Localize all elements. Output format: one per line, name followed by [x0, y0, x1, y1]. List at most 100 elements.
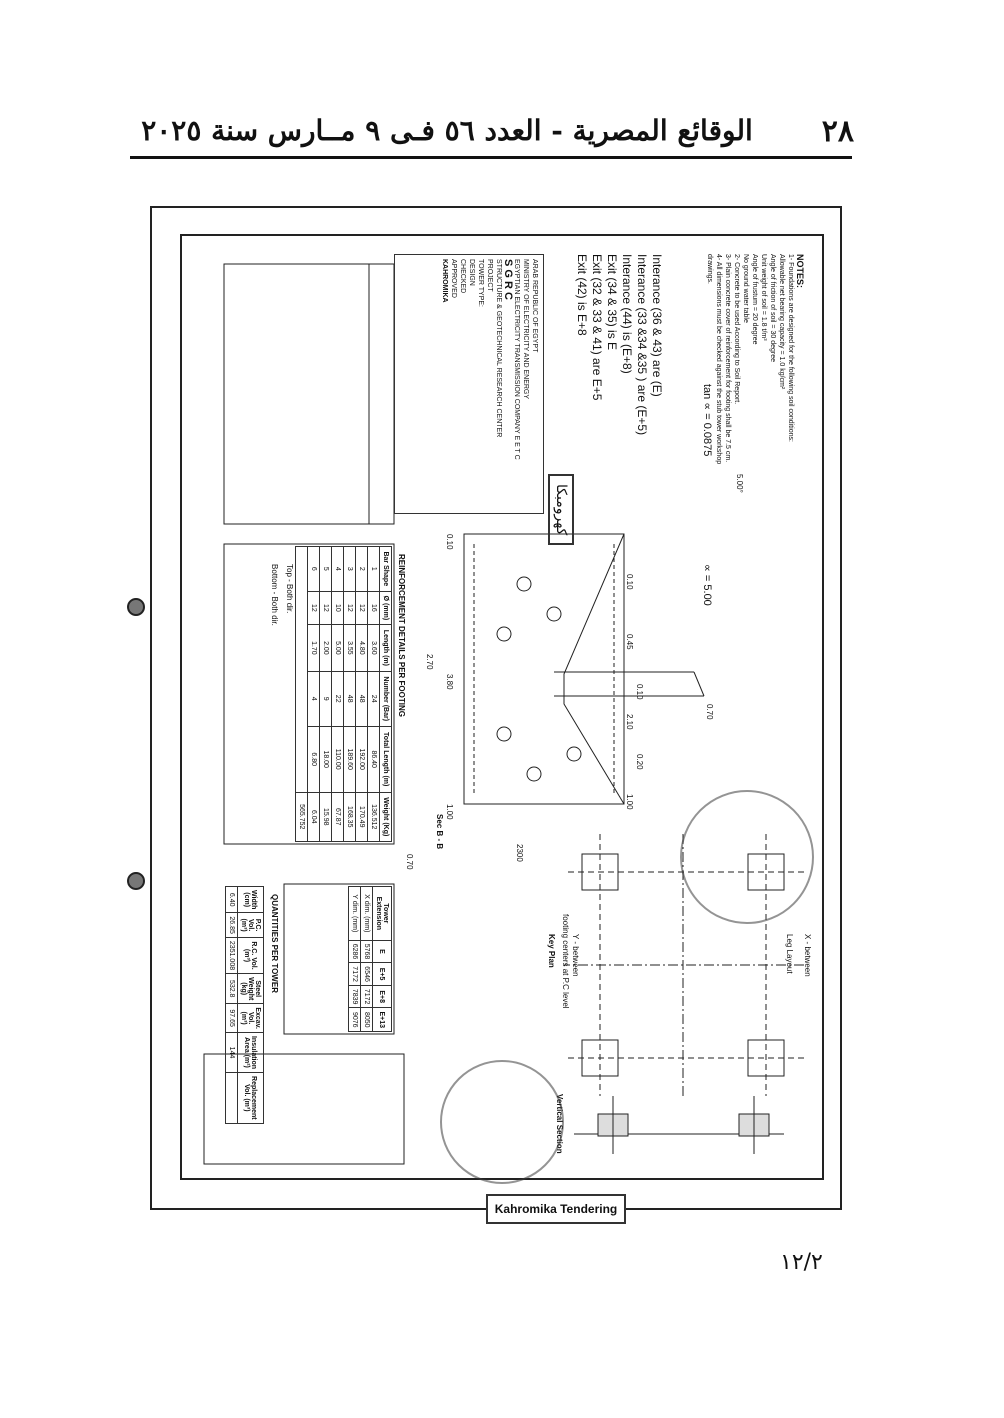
table-cell: 48	[343, 671, 356, 727]
note-line: Angle of frustum = 20 degree	[751, 254, 758, 345]
consultant-label: S G R C	[502, 259, 514, 300]
table-cell: 9076	[348, 1007, 361, 1032]
tendering-stamp: Kahromika Tendering	[486, 1194, 626, 1224]
table-header: E+8	[372, 985, 392, 1008]
engineering-drawing: ∝ = 5.00 tan ∝ = 0.0875 5.00° Key Plan L…	[180, 234, 824, 1180]
table-cell: 26.85	[225, 912, 238, 938]
table-cell: 86.40	[367, 726, 380, 793]
table-cell: 67.87	[331, 792, 344, 842]
interface-line: Interance (44) is (E+8)	[620, 254, 634, 374]
table-cell: X dim. (mm)	[360, 886, 373, 941]
leg-layout-label: Leg Layout	[785, 934, 794, 974]
dimension-label: 0.70	[405, 854, 414, 870]
table-cell: 6286	[348, 940, 361, 963]
note-line: No ground water table	[742, 254, 749, 323]
design-label: DESIGN	[468, 259, 475, 286]
table-cell: 5.00	[331, 624, 344, 671]
table-cell: 12	[343, 591, 356, 625]
table-cell	[295, 546, 308, 793]
table-header: P.C. Vol. (m³)	[237, 912, 264, 938]
table-cell: 97.65	[225, 1003, 238, 1033]
bar-shape-label: Top - Both dir.	[285, 564, 294, 614]
ministry-label: MINISTRY OF ELECTRICITY AND ENERGY	[522, 259, 529, 400]
footing-centers-label: footing centers at P.C level	[561, 914, 570, 1009]
table-cell	[225, 1072, 238, 1124]
table-row: Y dim. (mm) 6286 7172 7839 9076	[348, 886, 361, 1032]
table-cell: 16	[367, 591, 380, 625]
punch-hole-icon	[127, 598, 145, 616]
table-cell: 9	[319, 671, 332, 727]
page-title: الوقائع المصرية - العدد ٥٦ فـى ٩ مــارس …	[141, 114, 753, 147]
table-cell: 2	[355, 546, 368, 592]
table-row: 565.752	[295, 546, 308, 842]
table-header: R.C. Vol. (m³)	[237, 937, 264, 974]
table-cell: 12	[355, 591, 368, 625]
bar-shape-label: Bottom - Both dir.	[270, 564, 279, 626]
table-cell: 22	[331, 671, 344, 727]
table-cell: 189.60	[343, 726, 356, 793]
table-cell: 168.35	[343, 792, 356, 842]
table-row: 3 12 3.55 48 189.60 168.35	[343, 546, 356, 842]
alpha-label: ∝ = 5.00	[701, 564, 713, 606]
table-cell: 6.80	[307, 726, 320, 793]
reinforcement-title: REINFORCEMENT DETAILS PER FOOTING	[397, 554, 406, 717]
table-header: Width (cm)	[237, 886, 264, 913]
table-cell: 4	[307, 671, 320, 727]
table-row: Width (cm) P.C. Vol. (m³) R.C. Vol. (m³)…	[237, 886, 264, 1124]
table-cell: 5768	[360, 940, 373, 963]
dimension-label: 1.00	[445, 804, 454, 820]
approved-label: APPROVED	[450, 259, 457, 298]
table-cell: 3.55	[343, 624, 356, 671]
reinforcement-table: Bar Shape Ø (mm) Length (m) Number (Bar)…	[295, 546, 392, 842]
table-header: Steel Weight (kg)	[237, 973, 264, 1004]
footing-section	[203, 263, 705, 1165]
table-row: 6 12 1.70 4 6.80 6.04	[307, 546, 320, 842]
table-cell: 110.00	[331, 726, 344, 793]
table-cell: 3.60	[367, 624, 380, 671]
table-cell: 18.00	[319, 726, 332, 793]
dimension-label: 0.10	[625, 574, 634, 590]
official-seal-icon	[680, 790, 814, 924]
page-header: ٢٨ الوقائع المصرية - العدد ٥٦ فـى ٩ مــا…	[130, 108, 854, 156]
table-cell: 24	[367, 671, 380, 727]
table-cell: 7839	[348, 985, 361, 1008]
dimension-label: 2.10	[625, 714, 634, 730]
table-row: 2 12 4.80 48 192.00 170.49	[355, 546, 368, 842]
table-cell: 6.04	[307, 792, 320, 842]
dimension-label: 2.70	[425, 654, 434, 670]
quantities-title: QUANTITIES PER TOWER	[270, 894, 279, 993]
contractor-stamp: كهرومبكا	[548, 474, 574, 546]
table-cell: 136.512	[367, 792, 380, 842]
table-header: Replacement Vol. (m³)	[237, 1072, 264, 1124]
table-total: 565.752	[295, 792, 308, 842]
table-header: Weight (Kg)	[379, 792, 392, 842]
table-row: Bar Shape Ø (mm) Length (m) Number (Bar)…	[379, 546, 392, 842]
header-rule	[130, 156, 852, 159]
dimension-label: 0.10	[635, 684, 644, 700]
angle-label: 5.00°	[735, 474, 744, 493]
table-row: 5 12 2.00 9 18.00 15.98	[319, 546, 332, 842]
table-header: Insulation Area (m²)	[237, 1032, 264, 1073]
table-cell: 192.00	[355, 726, 368, 793]
note-line: 2- Concrete to be used According to Soil…	[733, 254, 740, 405]
tower-extension-table: Tower Extension E E+5 E+8 E+13 X dim. (m…	[348, 886, 392, 1032]
table-row: 6.40 26.85 2351.008 532.8 97.65 144	[225, 886, 238, 1124]
interface-line: Exit (42) is E+8	[575, 254, 589, 336]
page-number: ٢٨	[821, 114, 854, 149]
vertical-section	[574, 1096, 784, 1154]
consultant-full-label: STRUCTURE & GEOTECHNICAL RESEARCH CENTER	[495, 259, 502, 438]
table-cell: 1.70	[307, 624, 320, 671]
table-header: Ø (mm)	[379, 591, 392, 625]
table-header: Length (m)	[379, 624, 392, 671]
table-header: E+13	[372, 1007, 392, 1032]
table-cell: 170.49	[355, 792, 368, 842]
table-cell: Y dim. (mm)	[348, 886, 361, 941]
official-seal-icon	[440, 1060, 564, 1184]
table-cell: 7172	[348, 962, 361, 986]
handwritten-page-note: ١٢/٢	[780, 1250, 823, 1275]
dimension-label: 0.10	[445, 534, 454, 550]
dimension-label: 2300	[515, 844, 524, 862]
note-line: Unit weight of soil = 1.8 t/m³	[760, 254, 767, 341]
notes-block: NOTES: 1- Foundations are designed for t…	[705, 254, 805, 474]
table-cell: 6546	[360, 962, 373, 986]
